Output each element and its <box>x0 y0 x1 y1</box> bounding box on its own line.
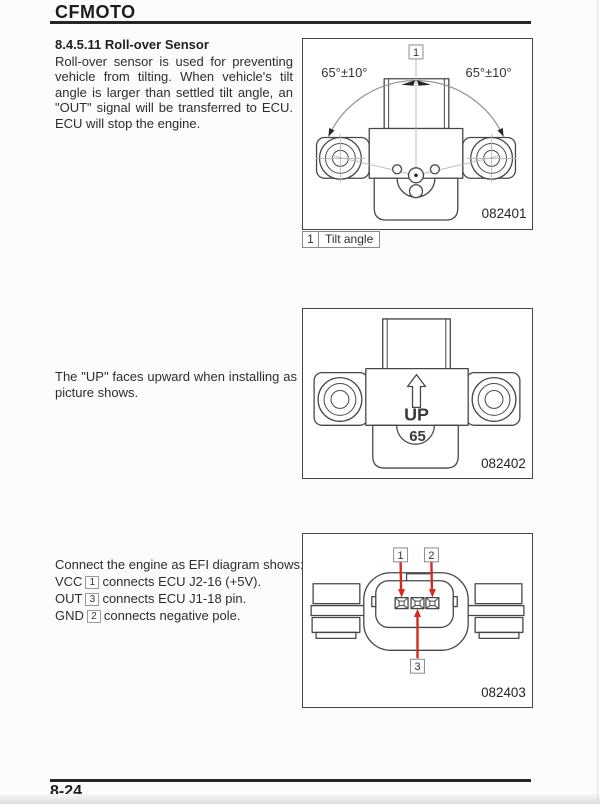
figure-connector-pinout: 1 2 3 082403 <box>302 533 533 708</box>
bottom-tab <box>373 177 459 221</box>
callout-3-box <box>410 658 425 674</box>
caption-text: Tilt angle <box>325 232 374 246</box>
figure-number: 082402 <box>481 456 526 471</box>
apex-tick-left <box>401 80 416 86</box>
header-rule <box>50 21 531 24</box>
tilt-arc <box>327 80 505 137</box>
scan-edge-right <box>596 0 598 804</box>
left-block <box>312 583 361 605</box>
figure-number: 082403 <box>481 685 526 700</box>
section-roll-over-sensor: 8.4.5.11 Roll-over Sensor Roll-over sens… <box>55 37 293 132</box>
footer-rule <box>50 779 531 782</box>
left-mount-outer <box>317 376 363 422</box>
callout-1-box <box>393 547 409 563</box>
efi-line-intro: Connect the engine as EFI diagram shows: <box>55 557 304 572</box>
tilt-angle-diagram: 1 65°±10° 65°±10° 082401 <box>315 44 527 221</box>
figure-number: 082401 <box>482 206 527 221</box>
pin-ref-box: 1 <box>85 576 100 589</box>
pin-1-terminal <box>394 596 409 610</box>
angle-label-right: 65°±10° <box>466 65 512 80</box>
callout-1: 1 <box>398 550 404 562</box>
right-mount-outer <box>471 376 517 422</box>
efi-wiring-note: Connect the engine as EFI diagram shows:… <box>55 556 307 624</box>
up-label: UP <box>404 404 429 424</box>
callout-1-box <box>408 44 424 60</box>
arc-arrow-left <box>328 128 335 137</box>
right-block <box>474 583 523 605</box>
section-intro: Roll-over sensor is used for preventing … <box>55 53 293 131</box>
bottom-tab <box>372 424 459 469</box>
callout-2-box <box>423 547 439 563</box>
pin-2-terminal <box>425 596 440 610</box>
angle-65-label: 65 <box>409 429 426 445</box>
callout-1: 1 <box>413 47 419 59</box>
apex-tick-right <box>416 80 431 86</box>
arc-arrow-right <box>497 128 504 137</box>
callout-2: 2 <box>428 550 434 562</box>
angle-label-left: 65°±10° <box>321 65 367 80</box>
pin-ref-box: 2 <box>86 610 101 623</box>
section-heading: 8.4.5.11 Roll-over Sensor <box>55 37 209 52</box>
up-arrow-icon <box>406 373 427 409</box>
callout-3: 3 <box>414 661 420 673</box>
connector-housing <box>382 318 451 372</box>
pin-3-terminal <box>410 596 425 610</box>
figure-tilt-angle: 1 65°±10° 65°±10° 082401 <box>302 38 533 230</box>
caption-key: 1 <box>303 232 319 247</box>
up-orientation-diagram: UP 65 082402 <box>313 318 526 471</box>
scan-edge-bottom <box>0 794 600 804</box>
figure-up-orientation: UP 65 082402 <box>302 308 533 479</box>
connector-pinout-diagram: 1 2 3 082403 <box>310 547 526 700</box>
connector-housing <box>383 78 450 130</box>
figure1-caption: 1 Tilt angle <box>302 231 381 248</box>
up-note: The "UP" faces upward when installing as… <box>55 369 297 401</box>
pin-ref-box: 3 <box>85 593 100 606</box>
brand-logo: CFMOTO <box>55 2 136 22</box>
